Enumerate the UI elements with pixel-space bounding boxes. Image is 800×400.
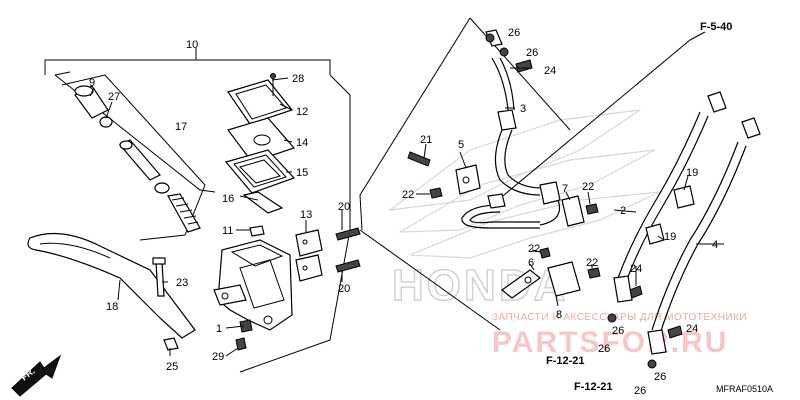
callout-29: 29 — [212, 351, 224, 363]
callout-26-b: 26 — [526, 47, 538, 59]
callout-20-b: 20 — [338, 283, 350, 295]
diaphragm-plate — [227, 117, 296, 163]
callout-27: 27 — [108, 91, 120, 103]
ref-f-12-21-b: F-12-21 — [574, 381, 613, 393]
pivot-nut — [163, 337, 179, 351]
top-fittings — [485, 33, 533, 73]
callout-26-a: 26 — [508, 27, 520, 39]
callout-24-a: 24 — [544, 65, 556, 77]
handlebar-holder — [295, 229, 323, 282]
callout-26-e: 26 — [654, 371, 666, 383]
pivot-bolt — [152, 257, 166, 297]
callout-22-c: 22 — [528, 243, 540, 255]
callout-numbers: 10 9 27 17 28 12 14 15 16 11 13 20 20 23… — [89, 27, 718, 397]
callout-18: 18 — [106, 301, 118, 313]
callout-14: 14 — [296, 137, 308, 149]
ref-f-12-21-a: F-12-21 — [546, 355, 585, 367]
honda-logo-text: HONDA — [392, 261, 568, 310]
diaphragm — [224, 149, 296, 194]
honda-wing-watermark: HONDA — [387, 109, 661, 311]
hose-bracket — [407, 151, 481, 199]
diagram-code: MFRAF0510A — [716, 384, 773, 394]
callout-25: 25 — [166, 361, 178, 373]
switch-screws — [239, 319, 253, 333]
brake-hose-upper — [461, 29, 561, 229]
callout-22-d: 22 — [586, 257, 598, 269]
callout-23: 23 — [176, 277, 188, 289]
callout-13: 13 — [300, 209, 312, 221]
callout-24-c: 24 — [686, 323, 698, 335]
callout-1: 1 — [216, 323, 222, 335]
callout-26-c: 26 — [612, 325, 624, 337]
callout-11: 11 — [222, 225, 233, 237]
callout-28: 28 — [292, 73, 304, 85]
callout-26-f: 26 — [634, 385, 646, 397]
reservoir-cap — [227, 73, 294, 125]
callout-15: 15 — [296, 167, 308, 179]
lower-fittings — [607, 285, 683, 369]
front-direction-arrow: FR. — [11, 354, 62, 397]
brake-lever — [27, 232, 196, 339]
hose-clamp — [561, 195, 599, 227]
callout-20-a: 20 — [338, 201, 350, 213]
callout-19-b: 19 — [664, 231, 676, 243]
three-way-joint — [501, 247, 601, 299]
piston-kit — [74, 85, 201, 233]
site-watermark: ЗАПЧАСТИ И АКСЕССУАРЫ ДЛЯ МОТОТЕХНИКИ PA… — [492, 312, 747, 359]
callout-22-b: 22 — [582, 181, 594, 193]
watermark-subtitle: ЗАПЧАСТИ И АКСЕССУАРЫ ДЛЯ МОТОТЕХНИКИ — [492, 312, 747, 323]
callout-21: 21 — [420, 134, 432, 146]
callout-16: 16 — [222, 193, 234, 205]
callout-26-d: 26 — [598, 343, 610, 355]
brake-hose-lower — [613, 91, 761, 355]
reference-labels: F-5-40 F-12-21 F-12-21 MFRAF0510A — [546, 21, 773, 394]
callout-19-a: 19 — [686, 167, 698, 179]
holder-bolts — [335, 227, 361, 273]
callout-4: 4 — [712, 239, 718, 251]
callout-8: 8 — [556, 309, 562, 321]
leader-lines — [89, 67, 724, 357]
ref-f-5-40: F-5-40 — [700, 21, 732, 33]
clip — [249, 225, 265, 237]
callout-22-a: 22 — [402, 189, 414, 201]
callout-10: 10 — [186, 39, 198, 51]
callout-3: 3 — [520, 103, 526, 115]
callout-9: 9 — [89, 77, 95, 89]
callout-6: 6 — [528, 257, 534, 269]
callout-2: 2 — [620, 205, 626, 217]
callout-24-b: 24 — [630, 263, 642, 275]
callout-7: 7 — [562, 183, 568, 195]
callout-12: 12 — [296, 106, 308, 118]
watermark-main: PARTSFOR.RU — [492, 326, 728, 359]
callout-17: 17 — [175, 121, 187, 133]
callout-5: 5 — [458, 139, 464, 151]
reservoir-float — [242, 191, 284, 214]
master-cylinder-body — [213, 239, 293, 351]
